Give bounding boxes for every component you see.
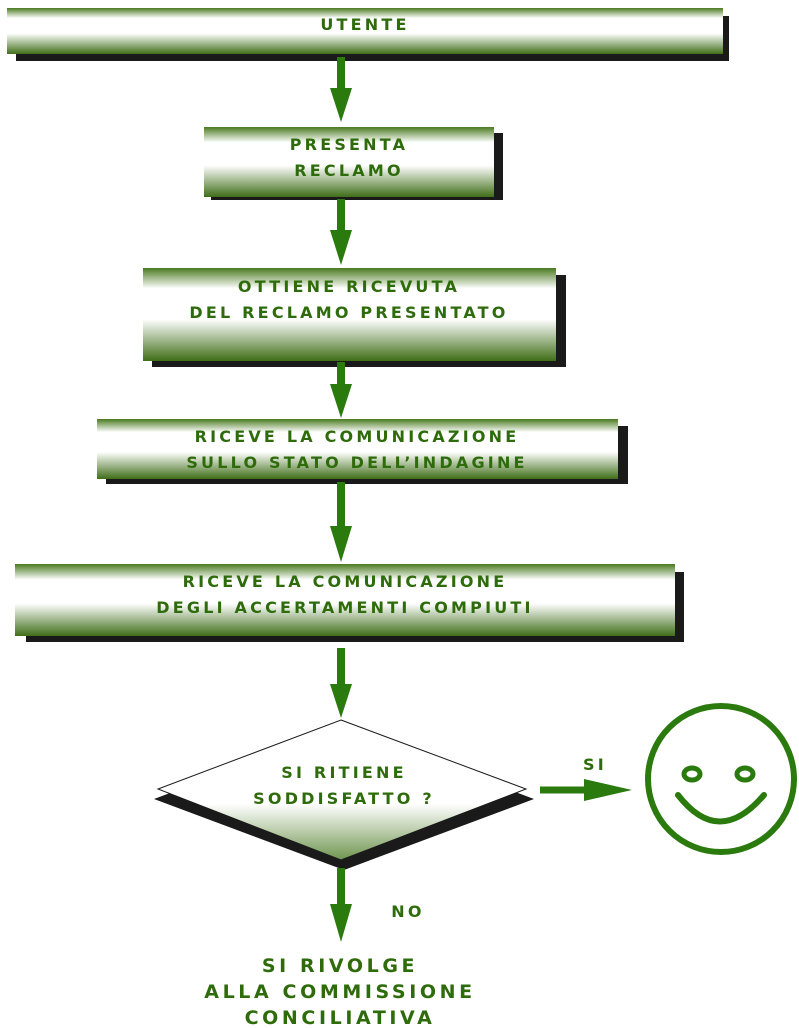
- decision-label-line-1: SI RITIENE: [281, 763, 406, 782]
- final-label-line-3: CONCILIATIVA: [245, 1007, 436, 1028]
- decision-diamond: [156, 719, 528, 861]
- node-commissione-conciliativa: SI RIVOLGE ALLA COMMISSIONE CONCILIATIVA: [204, 955, 475, 1028]
- edge-yes: SI: [540, 755, 632, 801]
- node-label: UTENTE: [320, 15, 409, 34]
- node-label-line-1: RICEVE LA COMUNICAZIONE: [183, 572, 508, 591]
- arrow-utente-to-presenta: [330, 57, 352, 122]
- node-label-line-1: PRESENTA: [290, 135, 408, 154]
- decision-soddisfatto: SI RITIENE SODDISFATTO ?: [154, 719, 534, 870]
- node-box: [97, 419, 618, 479]
- arrow-presenta-to-ottiene: [330, 199, 352, 265]
- smiley-face-icon: [645, 703, 797, 855]
- arrow-riceve-stato-to-accertamenti: [330, 482, 352, 562]
- edge-yes-label: SI: [583, 755, 607, 774]
- decision-label-line-2: SODDISFATTO ?: [253, 789, 435, 808]
- node-box: [15, 564, 675, 636]
- arrow-accertamenti-to-decision: [330, 648, 352, 718]
- edge-no: NO: [330, 868, 424, 942]
- node-riceve-accertamenti: RICEVE LA COMUNICAZIONE DEGLI ACCERTAMEN…: [15, 564, 684, 642]
- node-label-line-2: RECLAMO: [294, 161, 404, 180]
- node-ottiene-ricevuta: OTTIENE RICEVUTA DEL RECLAMO PRESENTATO: [143, 268, 566, 367]
- final-label-line-1: SI RIVOLGE: [262, 955, 418, 977]
- node-presenta-reclamo: PRESENTA RECLAMO: [204, 127, 503, 200]
- node-utente: UTENTE: [7, 8, 729, 61]
- node-box: [204, 127, 494, 197]
- node-label-line-2: DEGLI ACCERTAMENTI COMPIUTI: [156, 598, 533, 617]
- node-box: [7, 8, 723, 54]
- node-box: [143, 268, 556, 361]
- node-label-line-1: OTTIENE RICEVUTA: [238, 277, 460, 296]
- final-label-line-2: ALLA COMMISSIONE: [204, 981, 475, 1003]
- edge-no-label: NO: [391, 902, 424, 921]
- arrow-ottiene-to-riceve-stato: [330, 362, 352, 418]
- node-label-line-2: SULLO STATO DELL’INDAGINE: [186, 453, 527, 472]
- node-label-line-2: DEL RECLAMO PRESENTATO: [189, 303, 508, 322]
- node-riceve-stato-indagine: RICEVE LA COMUNICAZIONE SULLO STATO DELL…: [97, 419, 628, 484]
- node-label-line-1: RICEVE LA COMUNICAZIONE: [195, 427, 520, 446]
